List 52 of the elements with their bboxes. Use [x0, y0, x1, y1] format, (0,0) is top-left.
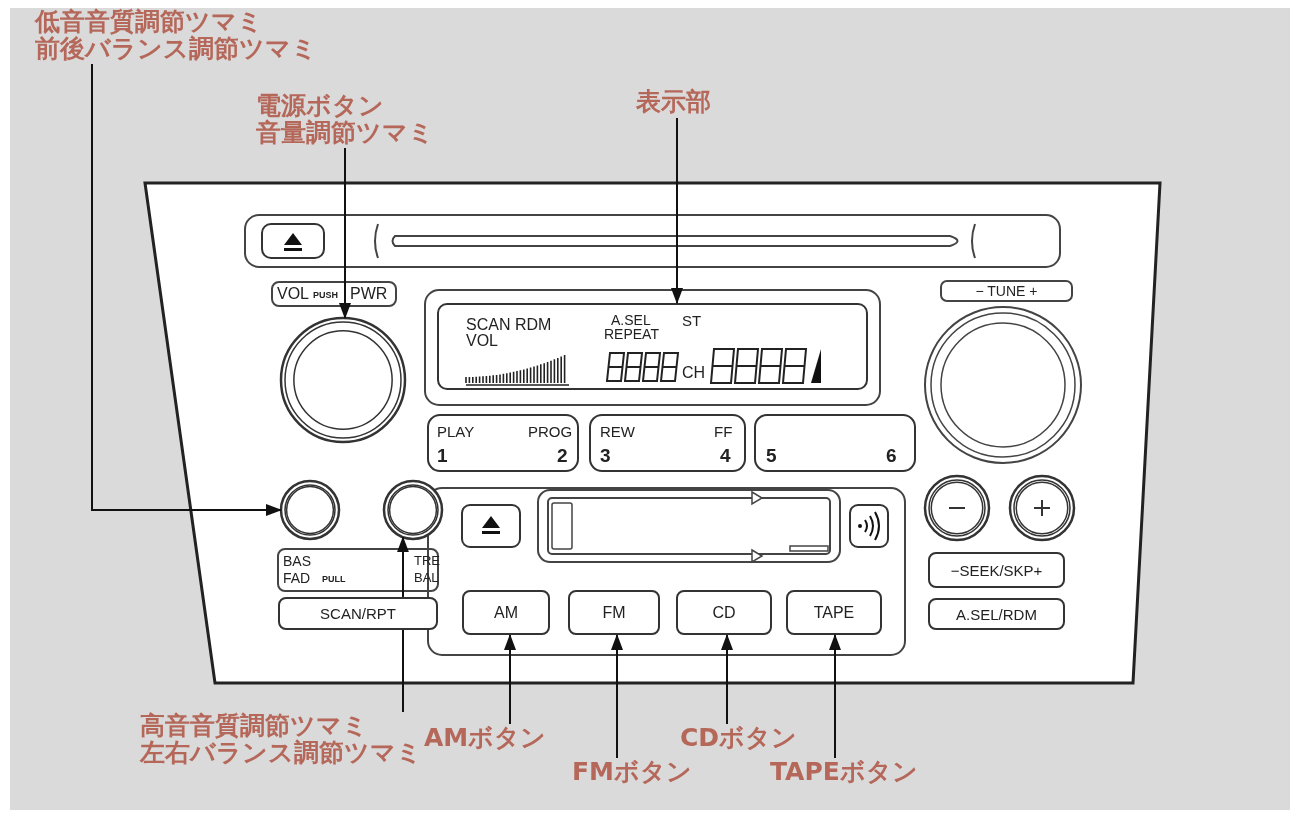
knob-label: PUSH	[313, 291, 338, 300]
callout-label: AMボタン	[424, 724, 548, 751]
leader-arrow	[611, 634, 623, 759]
fm-button: FM	[568, 590, 660, 635]
callout-label: FMボタン	[572, 758, 693, 785]
leader-arrow	[829, 634, 841, 759]
cd-button: CD	[676, 590, 772, 635]
button-label: 2	[557, 446, 568, 465]
plus-knob	[1009, 475, 1075, 541]
callout-label: 音量調節ツマミ	[256, 119, 435, 146]
volume-knob	[280, 317, 406, 443]
bass-knob	[280, 480, 340, 540]
knob-label: PWR	[350, 286, 388, 302]
button-label: PROG	[528, 424, 573, 439]
callout-label: CDボタン	[680, 724, 799, 751]
display-indicator: ST	[682, 313, 702, 328]
display-indicator: REPEAT	[604, 327, 659, 341]
button-label: FF	[714, 424, 733, 439]
scan-rpt-button: SCAN/RPT	[278, 597, 438, 630]
leader-arrow	[721, 634, 733, 725]
button-label: 4	[720, 446, 731, 465]
button-label: 6	[886, 446, 897, 465]
callout-label: 前後バランス調節ツマミ	[35, 35, 318, 62]
knob-label: BAS	[283, 554, 311, 568]
minus-knob	[924, 475, 990, 541]
tape-button: TAPE	[786, 590, 882, 635]
button-label: PLAY	[437, 424, 475, 439]
button-label: 1	[437, 446, 448, 465]
treble-knob	[383, 480, 443, 540]
am-button: AM	[462, 590, 550, 635]
callout-label: 低音音質調節ツマミ	[35, 8, 264, 35]
leader-arrow	[91, 63, 282, 516]
display-indicator: SCAN RDM	[466, 317, 552, 333]
display-indicator: CH	[682, 365, 706, 381]
knob-label: FAD	[283, 571, 311, 585]
button-label: REW	[600, 424, 635, 439]
callout-label: 表示部	[636, 88, 712, 115]
callout-label: 左右バランス調節ツマミ	[140, 739, 423, 766]
button-label: 5	[766, 446, 777, 465]
seek-skip-button: −SEEK/SKP+	[928, 552, 1065, 588]
knob-label: VOL	[277, 286, 309, 302]
tune-label: − TUNE +	[940, 280, 1073, 302]
leader-arrow	[504, 634, 516, 725]
asel-rdm-button: A.SEL/RDM	[928, 598, 1065, 630]
leader-arrow	[671, 117, 683, 304]
button-label: 3	[600, 446, 611, 465]
knob-label: PULL	[322, 575, 346, 584]
display-indicator: VOL	[466, 333, 498, 349]
display-indicator: A.SEL	[611, 313, 651, 327]
callout-label: 電源ボタン	[256, 92, 385, 119]
callout-label: TAPEボタン	[770, 758, 919, 785]
lcd-display	[437, 303, 868, 390]
